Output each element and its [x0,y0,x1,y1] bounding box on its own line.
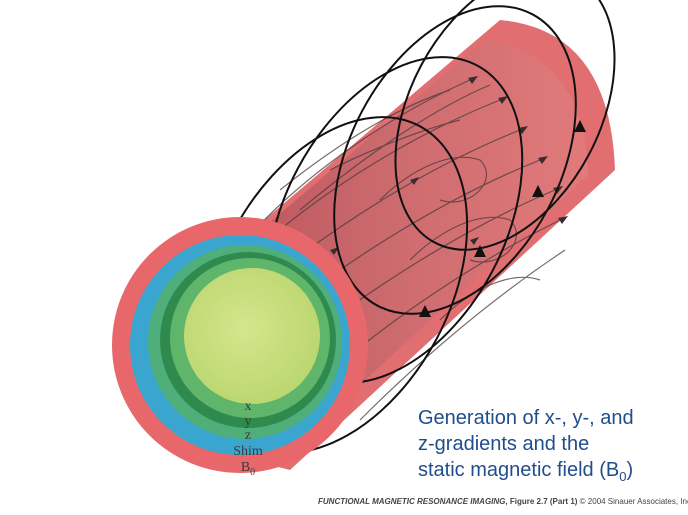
label-shim: Shim [233,444,263,459]
caption-line-1: Generation of x-, y-, and [418,407,634,429]
label-b0: B0 [232,461,264,480]
figure-credit: FUNCTIONAL MAGNETIC RESONANCE IMAGING, F… [318,497,688,506]
credit-title: FUNCTIONAL MAGNETIC RESONANCE IMAGING [318,497,506,506]
figure-caption: Generation of x-, y-, and z-gradients an… [418,405,680,490]
caption-line-3-end: ) [626,459,634,481]
caption-line-3-sub: 0 [619,469,627,484]
credit-figure: , Figure 2.7 (Part 1) [505,497,578,506]
label-b0-base: B [240,460,251,475]
label-x: x [244,399,252,414]
caption-line-2: z-gradients and the [418,433,590,455]
credit-copyright: © 2004 Sinauer Associates, Inc. [579,497,688,506]
caption-line-3-text: static magnetic field (B [418,459,620,481]
coil-cross-section [112,217,368,473]
label-z: z [244,428,252,443]
x-core [184,268,320,404]
label-b0-sub: 0 [250,466,256,478]
caption-line-3: static magnetic field (B0) [418,457,680,490]
field-arrows [330,76,568,255]
label-y: y [244,414,252,429]
loop-arrows [419,120,586,317]
